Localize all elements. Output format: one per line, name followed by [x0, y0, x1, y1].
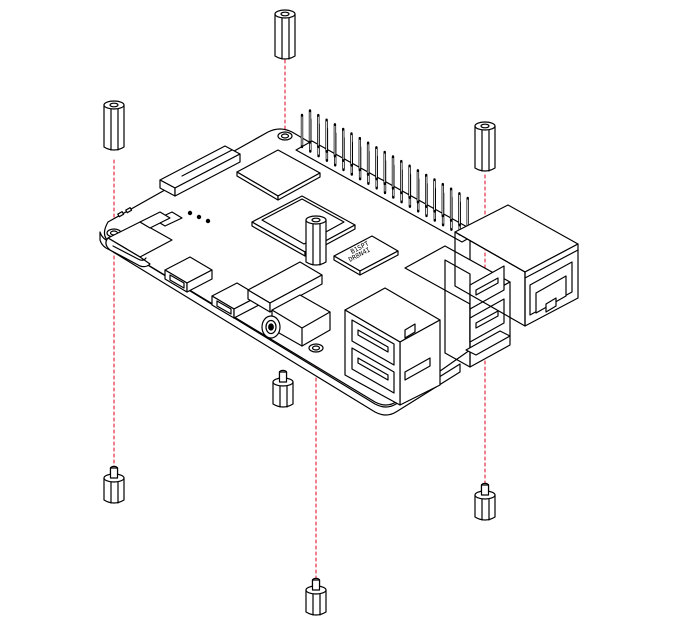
standoff-thread [109, 467, 119, 479]
standoff-board-center [305, 215, 327, 266]
marked-chip-side-r [359, 250, 399, 276]
standoff-thread-hole [480, 123, 490, 129]
mount-hole-top-inner [280, 133, 290, 139]
standoff-bottom-left [103, 465, 125, 504]
audio-jack [261, 294, 331, 347]
audio-jack-hole [268, 323, 274, 331]
ethernet-jack [454, 204, 579, 327]
usb-front-port-2-tongue [357, 357, 389, 381]
usb-stack-front [344, 287, 441, 406]
audio-jack-top [271, 309, 331, 329]
usb-c-bracket [139, 211, 171, 229]
standoff-body [474, 125, 496, 172]
dot-1 [187, 210, 193, 216]
standoff-body [272, 381, 294, 408]
usb-front-tab-1 [404, 323, 416, 339]
standoff-body [305, 219, 327, 266]
gpio-header [295, 109, 479, 243]
display-connector-side [174, 153, 241, 197]
standoff-body [305, 589, 327, 616]
led-1 [117, 211, 125, 218]
dot-3 [205, 218, 211, 224]
alignment-guides [113, 59, 486, 581]
standoff-body [474, 494, 496, 521]
standoff-top-left [103, 100, 125, 151]
ethernet-rim [524, 249, 579, 279]
standoff-thread-hole [311, 217, 321, 223]
standoff-thread [480, 484, 490, 496]
usb-c-port [105, 211, 173, 268]
standoff-body [274, 13, 296, 60]
standoffs [103, 9, 496, 616]
standoff-top-center [274, 9, 296, 60]
camera-connector [247, 261, 323, 313]
usb-back-port-2-tongue [475, 310, 499, 329]
usb-stack-back [404, 245, 511, 368]
standoff-bottom-right [474, 482, 496, 521]
ethernet-side [454, 231, 526, 327]
marked-chip: B1SPT DR8N4I [333, 235, 399, 276]
usb-front-port-1-tongue [357, 329, 389, 353]
mount-hole-center-inner [311, 345, 321, 351]
usb-c-opening [112, 245, 147, 261]
ethernet-opening-inner [535, 275, 567, 314]
hdmi-1-side [186, 269, 213, 293]
led-2 [125, 207, 133, 214]
hdmi-2-opening [216, 300, 232, 315]
standoff-thread-hole [109, 102, 119, 108]
dot-2 [196, 214, 202, 220]
standoff-thread [311, 579, 321, 591]
standoff-body [103, 477, 125, 504]
display-connector [159, 145, 241, 197]
ethernet-latch [545, 297, 557, 313]
micro-hdmi-1 [164, 256, 213, 293]
standoff-under-board [272, 369, 294, 408]
usb-back-face [444, 259, 471, 368]
standoff-top-right [474, 121, 496, 172]
usb-front-tab-2 [404, 357, 431, 381]
standoff-thread [278, 371, 288, 383]
standoff-bottom-center [305, 577, 327, 616]
usb-back-tab [465, 330, 511, 356]
standoff-thread-hole [280, 11, 290, 17]
memory-chip [236, 149, 321, 201]
usb-back-port-1-tongue [475, 277, 499, 296]
memory-chip-side-right [277, 172, 321, 201]
camera-connector-side [269, 274, 323, 313]
hdmi-1-opening [169, 274, 185, 289]
standoff-body [103, 104, 125, 151]
display-connector-slot [181, 149, 233, 177]
